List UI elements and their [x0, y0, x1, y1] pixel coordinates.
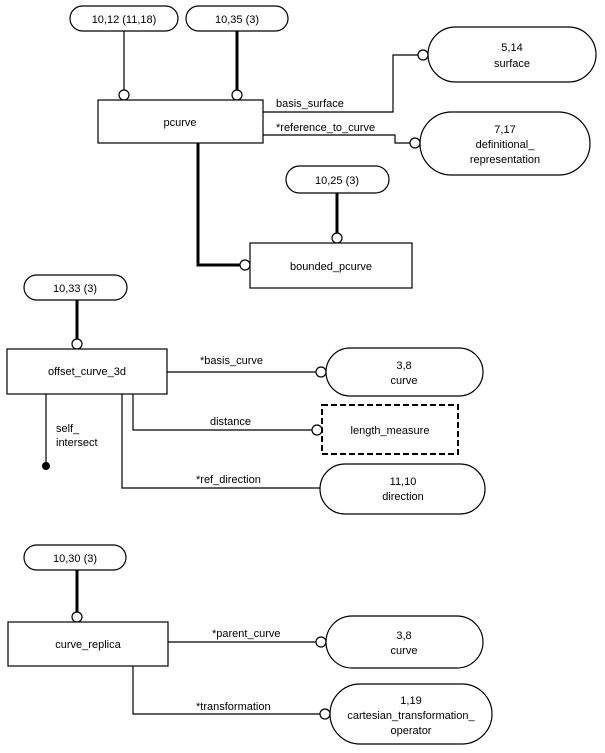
curve-ref-2-name: curve	[391, 645, 418, 657]
direction-ref[interactable]: 11,10 direction	[319, 463, 486, 515]
cartesian-transformation-operator-name-1: cartesian_transformation_	[347, 710, 475, 722]
direction-ref-number: 11,10	[390, 476, 417, 488]
distance-line	[132, 394, 312, 431]
basis-curve-circle	[315, 366, 327, 378]
surface-ref[interactable]: 5,14 surface	[427, 26, 597, 83]
ref-10-12[interactable]: 10,12 (11,18)	[69, 5, 179, 32]
offset-curve-3d-entity[interactable]: offset_curve_3d	[6, 348, 168, 395]
ref-10-25-label: 10,25 (3)	[315, 175, 359, 187]
offset-curve-3d-box	[6, 348, 168, 395]
self-intersect-label-2: intersect	[56, 437, 98, 449]
pcurve-subtype-circle	[239, 259, 251, 271]
pcurve-entity[interactable]: pcurve	[97, 99, 264, 144]
ref-10-35[interactable]: 10,35 (3)	[185, 5, 289, 32]
ref-direction-label: *ref_direction	[196, 474, 261, 486]
surface-ref-number: 5,14	[501, 42, 522, 54]
curve-ref-1-shape	[325, 347, 484, 397]
basis-curve-label: *basis_curve	[200, 355, 263, 367]
ref-10-25[interactable]: 10,25 (3)	[285, 165, 390, 194]
basis-surface-line	[263, 54, 418, 113]
transformation-line	[132, 666, 320, 715]
transformation-circle	[319, 708, 331, 720]
pcurve-subtype-line	[196, 143, 240, 267]
ref-10-30-circle	[71, 611, 83, 623]
distance-circle	[311, 424, 323, 436]
offset-curve-3d-label: offset_curve_3d	[48, 366, 126, 378]
bounded-pcurve-box	[249, 242, 413, 289]
curve-ref-1[interactable]: 3,8 curve	[325, 347, 484, 397]
length-measure-box	[321, 404, 459, 455]
definitional-representation-shape	[419, 111, 591, 176]
reference-to-curve-circle	[409, 137, 421, 149]
length-measure-type[interactable]: length_measure	[321, 404, 459, 455]
ref-10-12-circle	[118, 89, 130, 101]
ref-10-35-circle	[231, 89, 243, 101]
self-intersect-dot	[42, 462, 50, 470]
cartesian-transformation-operator-shape	[329, 683, 493, 745]
parent-curve-label: *parent_curve	[212, 628, 281, 640]
length-measure-label: length_measure	[351, 425, 430, 437]
curve-ref-1-name: curve	[391, 375, 418, 387]
ref-10-33-circle	[71, 338, 83, 350]
bounded-pcurve-label: bounded_pcurve	[290, 261, 372, 273]
definitional-representation-name-1: definitional_	[476, 139, 536, 151]
ref-10-33[interactable]: 10,33 (3)	[23, 274, 128, 301]
curve-replica-section: 10,30 (3) curve_replica *parent_curve 3,…	[7, 544, 493, 745]
offset-curve-3d-section: 10,33 (3) offset_curve_3d *basis_curve 3…	[6, 274, 486, 515]
ref-10-30-shape	[23, 544, 127, 571]
curve-ref-1-number: 3,8	[396, 360, 411, 372]
ref-10-30-label: 10,30 (3)	[53, 553, 97, 565]
surface-ref-shape	[427, 26, 597, 83]
reference-to-curve-line	[263, 134, 410, 144]
direction-ref-shape	[319, 463, 486, 515]
cartesian-transformation-operator-name-2: operator	[391, 725, 432, 737]
curve-replica-label: curve_replica	[55, 639, 121, 651]
ref-10-25-circle	[331, 232, 343, 244]
self-intersect-label-1: self_	[56, 423, 80, 435]
pcurve-label: pcurve	[163, 117, 196, 129]
surface-ref-name: surface	[494, 58, 530, 70]
bounded-pcurve-entity[interactable]: bounded_pcurve	[249, 242, 413, 289]
curve-replica-box	[7, 621, 169, 667]
ref-10-33-label: 10,33 (3)	[53, 283, 97, 295]
ref-10-35-label: 10,35 (3)	[215, 14, 259, 26]
curve-ref-2-shape	[325, 615, 484, 669]
curve-replica-entity[interactable]: curve_replica	[7, 621, 169, 667]
definitional-representation-number: 7,17	[494, 124, 515, 136]
basis-surface-circle	[417, 49, 429, 61]
direction-ref-name: direction	[382, 491, 424, 503]
curve-ref-2-number: 3,8	[396, 630, 411, 642]
ref-10-30[interactable]: 10,30 (3)	[23, 544, 127, 571]
cartesian-transformation-operator-number: 1,19	[400, 695, 421, 707]
cartesian-transformation-operator-ref[interactable]: 1,19 cartesian_transformation_ operator	[329, 683, 493, 745]
ref-10-12-label: 10,12 (11,18)	[92, 14, 157, 26]
parent-curve-circle	[315, 636, 327, 648]
definitional-representation-name-2: representation	[470, 154, 540, 166]
definitional-representation-ref[interactable]: 7,17 definitional_ representation	[419, 111, 591, 176]
pcurve-box	[97, 99, 264, 144]
distance-label: distance	[210, 416, 251, 428]
curve-ref-2[interactable]: 3,8 curve	[325, 615, 484, 669]
reference-to-curve-label: *reference_to_curve	[276, 122, 375, 134]
transformation-label: *transformation	[196, 701, 271, 713]
basis-surface-label: basis_surface	[276, 98, 344, 110]
pcurve-section: 10,12 (11,18) 10,35 (3) pcurve basis_sur…	[69, 5, 597, 289]
ref-direction-line	[121, 394, 320, 489]
